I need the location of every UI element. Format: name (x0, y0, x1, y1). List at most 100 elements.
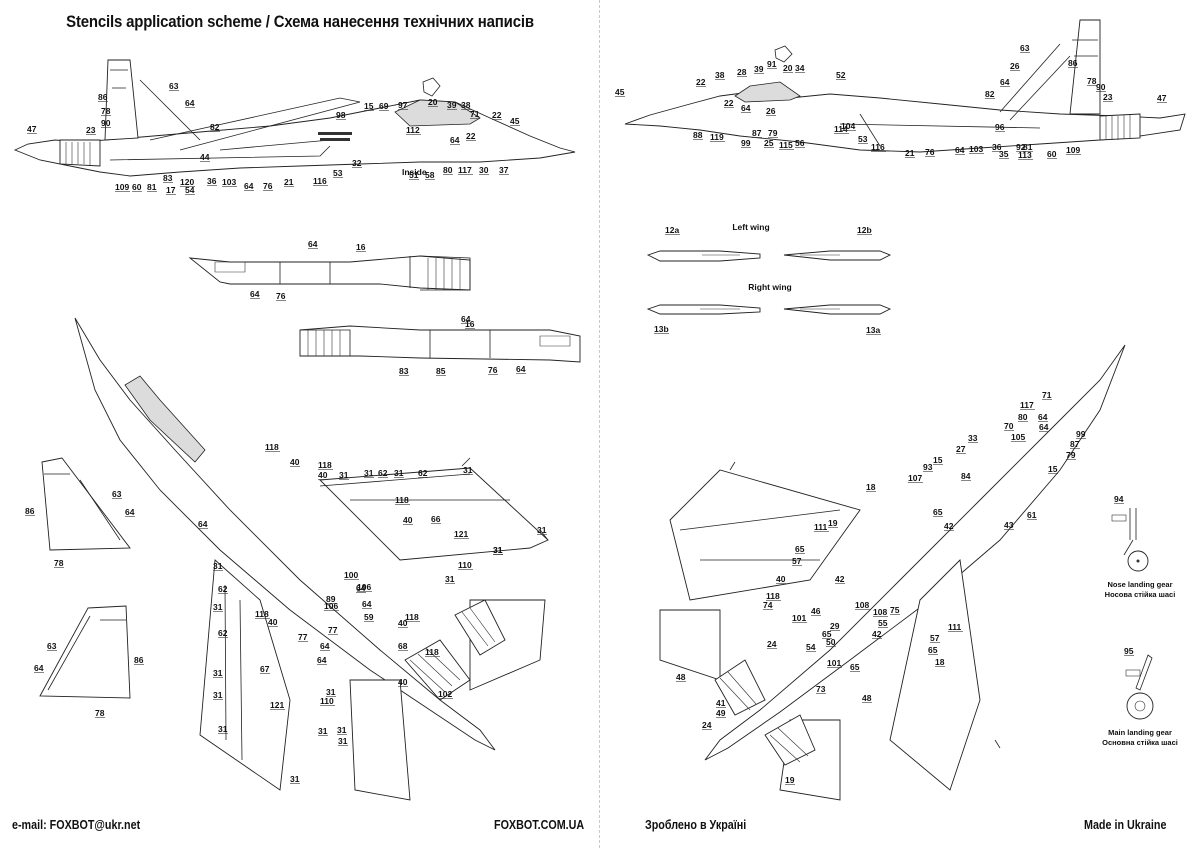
callout-label: 87 (752, 128, 762, 138)
callout-label: 64 (320, 641, 330, 651)
callout-label: 45 (615, 87, 625, 97)
inside-caption: Inside (402, 167, 427, 177)
callout-label: 42 (835, 574, 845, 584)
callout-label: 36 (992, 142, 1002, 152)
callout-label: 18 (866, 482, 876, 492)
callout-label: 117 (458, 165, 472, 175)
callout-label: 80 (443, 165, 453, 175)
callout-label: 63 (1020, 43, 1030, 53)
callout-label: 27 (956, 444, 966, 454)
callout-label: 12b (857, 225, 872, 235)
callout-label: 50 (826, 637, 836, 647)
callout-label: 83 (163, 173, 173, 183)
callout-label: 76 (263, 181, 273, 191)
callout-label: 106 (357, 582, 371, 592)
callout-label: 79 (1066, 450, 1076, 460)
callout-label: 67 (260, 664, 270, 674)
callout-label: 118 (395, 495, 409, 505)
callout-label: 15 (1048, 464, 1058, 474)
callout-label: 110 (458, 560, 472, 570)
callout-label: 60 (1047, 149, 1057, 159)
main-landing-gear (1125, 654, 1154, 720)
callout-label: 78 (1087, 76, 1097, 86)
callout-label: 31 (394, 468, 404, 478)
callout-label: 64 (317, 655, 327, 665)
callout-label: 110 (320, 696, 334, 706)
callout-label: 57 (930, 633, 940, 643)
callout-label: 26 (766, 106, 776, 116)
callout-label: 24 (702, 720, 712, 730)
callout-label: 112 (406, 125, 420, 135)
callout-label: 21 (905, 148, 915, 158)
intake-views (188, 255, 581, 363)
page-divider (599, 0, 600, 848)
callout-label: 118 (425, 647, 439, 657)
callout-label: 103 (969, 144, 983, 154)
callout-label: 21 (284, 177, 294, 187)
callout-label: 15 (933, 455, 943, 465)
callout-label: 102 (438, 689, 452, 699)
callout-label: 31 (213, 602, 223, 612)
callout-label: 78 (95, 708, 105, 718)
callout-label: 104 (841, 121, 855, 131)
main-gear-caption-en: Main landing gear (1108, 728, 1172, 737)
callout-label: 65 (933, 507, 943, 517)
callout-label: 118 (318, 460, 332, 470)
callout-label: 43 (1004, 520, 1014, 530)
callout-label: 31 (537, 525, 547, 535)
callout-label: 90 (1096, 82, 1106, 92)
callout-label: 44 (200, 152, 210, 162)
callout-label: 64 (1039, 422, 1049, 432)
callout-label: 23 (1103, 92, 1113, 102)
callout-label: 96 (995, 122, 1005, 132)
callout-label: 117 (1020, 400, 1034, 410)
footer-email[interactable]: e-mail: FOXBOT@ukr.net (12, 818, 141, 832)
callout-label: 35 (999, 149, 1009, 159)
callout-label: 22 (492, 110, 502, 120)
callout-label: 42 (872, 629, 882, 639)
callout-label: 64 (198, 519, 208, 529)
callout-label: 31 (337, 725, 347, 735)
callout-label: 74 (763, 600, 773, 610)
callout-label: 57 (792, 556, 802, 566)
callout-label: 98 (336, 110, 346, 120)
callout-label: 65 (795, 544, 805, 554)
callout-label: 31 (318, 726, 328, 736)
callout-label: 40 (398, 618, 408, 628)
callout-label: 39 (447, 100, 457, 110)
callout-label: 64 (250, 289, 260, 299)
callout-label: 54 (806, 642, 816, 652)
callout-label: 118 (265, 442, 279, 452)
callout-label: 99 (741, 138, 751, 148)
callout-label: 86 (134, 655, 144, 665)
callout-label: 111 (948, 622, 962, 632)
callout-label: 40 (403, 515, 413, 525)
callout-label: 62 (218, 628, 228, 638)
callout-label: 19 (828, 518, 838, 528)
callout-label: 118 (766, 591, 780, 601)
callout-label: 40 (398, 677, 408, 687)
callout-label: 24 (767, 639, 777, 649)
callout-label: 48 (676, 672, 686, 682)
callout-label: 94 (1114, 494, 1124, 504)
callout-label: 28 (737, 67, 747, 77)
callout-label: 64 (516, 364, 526, 374)
callout-label: 37 (499, 165, 509, 175)
callout-label: 97 (398, 100, 408, 110)
callout-label: 95 (1124, 646, 1134, 656)
left-side-view: Inside (13, 59, 576, 177)
callout-label: 49 (716, 708, 726, 718)
callout-label: 60 (132, 182, 142, 192)
callout-label: 108 (873, 607, 887, 617)
callout-label: 51 (409, 170, 419, 180)
footer-website[interactable]: FOXBOT.COM.UA (494, 818, 585, 832)
callout-label: 20 (783, 63, 793, 73)
callout-label: 64 (356, 583, 366, 593)
callout-label: 69 (379, 101, 389, 111)
callout-label: 31 (339, 470, 349, 480)
wing-edge-views (646, 250, 892, 315)
callout-label: 39 (754, 64, 764, 74)
callout-label: 101 (792, 613, 806, 623)
page-title: Stencils application scheme / Схема нане… (66, 12, 534, 31)
